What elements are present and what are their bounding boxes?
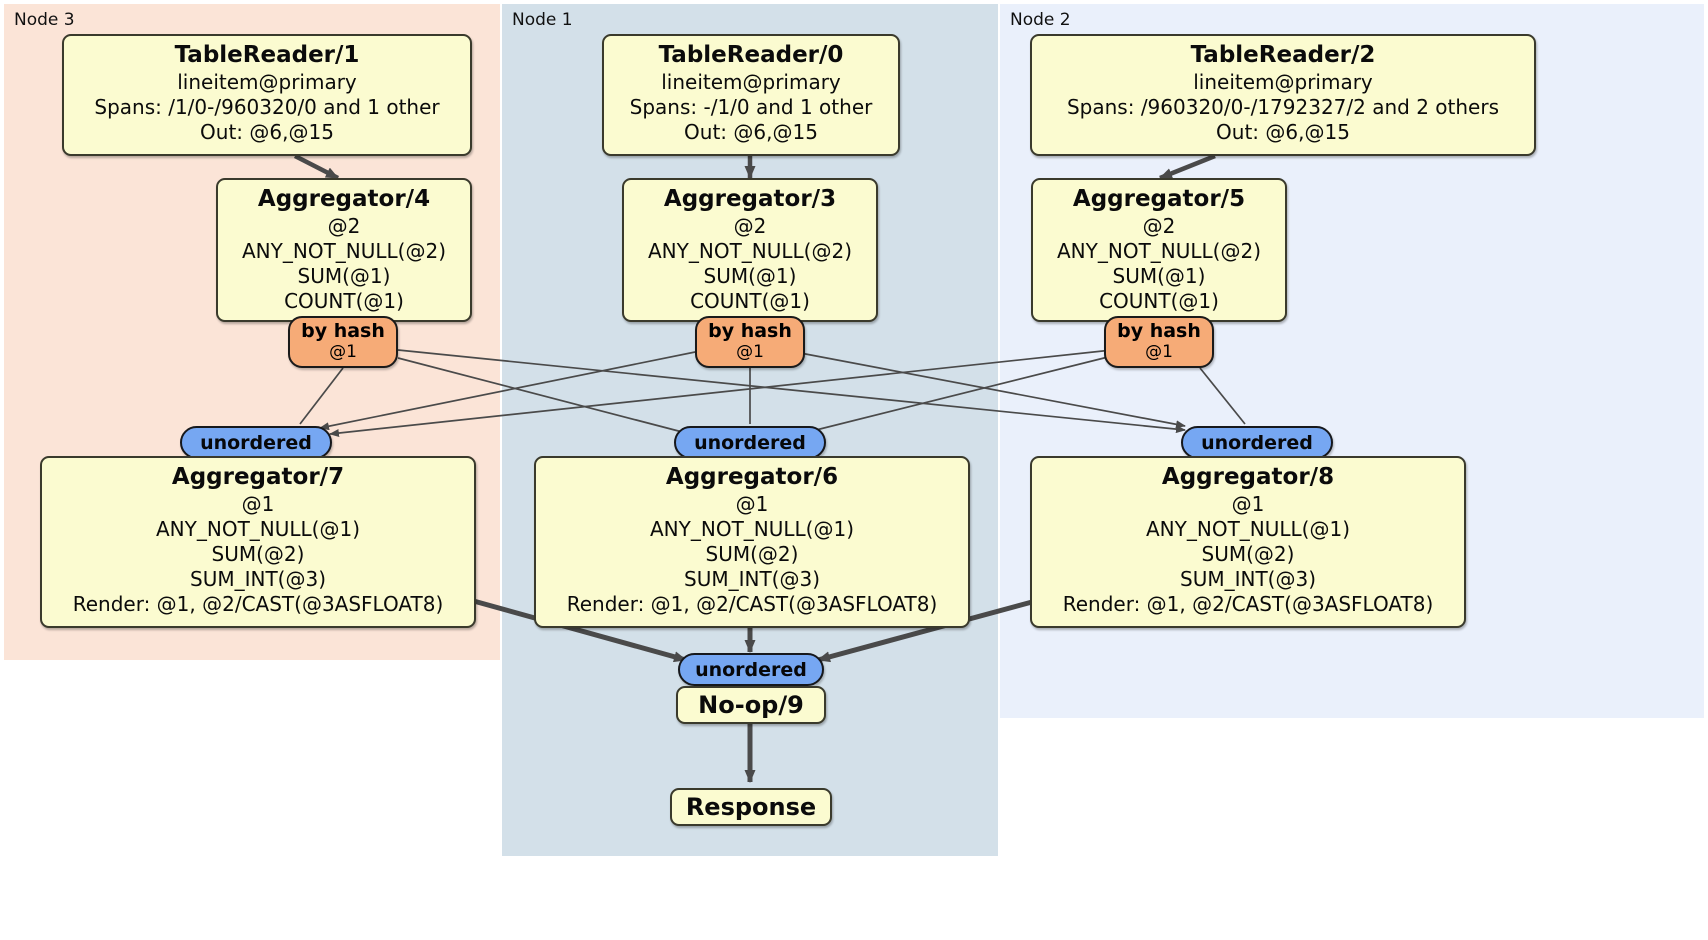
router-type-label: by hash xyxy=(301,320,385,342)
panel-node-2-label: Node 2 xyxy=(1010,10,1071,30)
processor-response[interactable]: Response xyxy=(670,788,832,826)
processor-line: Out: @6,@15 xyxy=(684,120,818,144)
panel-node-3-label: Node 3 xyxy=(14,10,75,30)
processor-aggregator-6[interactable]: Aggregator/6 @1 ANY_NOT_NULL(@1) SUM(@2)… xyxy=(534,456,970,628)
processor-line: lineitem@primary xyxy=(1193,70,1373,94)
router-by-hash-left[interactable]: by hash @1 xyxy=(288,316,398,368)
processor-line: Render: @1, @2/CAST(@3ASFLOAT8) xyxy=(566,592,938,616)
processor-aggregator-5[interactable]: Aggregator/5 @2 ANY_NOT_NULL(@2) SUM(@1)… xyxy=(1031,178,1287,322)
processor-title: Aggregator/6 xyxy=(665,464,839,490)
processor-aggregator-3[interactable]: Aggregator/3 @2 ANY_NOT_NULL(@2) SUM(@1)… xyxy=(622,178,878,322)
processor-line: @2 xyxy=(327,214,361,238)
processor-line: Spans: /1/0-/960320/0 and 1 other xyxy=(94,95,440,119)
processor-title: Aggregator/4 xyxy=(257,186,431,212)
processor-title: TableReader/1 xyxy=(174,42,360,68)
router-column-label: @1 xyxy=(736,342,764,362)
processor-aggregator-7[interactable]: Aggregator/7 @1 ANY_NOT_NULL(@1) SUM(@2)… xyxy=(40,456,476,628)
router-by-hash-center[interactable]: by hash @1 xyxy=(695,316,805,368)
processor-line: SUM(@2) xyxy=(1201,542,1295,566)
processor-aggregator-8[interactable]: Aggregator/8 @1 ANY_NOT_NULL(@1) SUM(@2)… xyxy=(1030,456,1466,628)
processor-tablereader-1[interactable]: TableReader/1 lineitem@primary Spans: /1… xyxy=(62,34,472,156)
processor-title: Aggregator/3 xyxy=(663,186,837,212)
processor-line: ANY_NOT_NULL(@1) xyxy=(650,517,854,541)
processor-line: lineitem@primary xyxy=(661,70,841,94)
stream-label: unordered xyxy=(695,658,807,681)
processor-aggregator-4[interactable]: Aggregator/4 @2 ANY_NOT_NULL(@2) SUM(@1)… xyxy=(216,178,472,322)
processor-line: SUM(@1) xyxy=(297,264,391,288)
processor-line: COUNT(@1) xyxy=(284,289,404,313)
processor-line: ANY_NOT_NULL(@1) xyxy=(156,517,360,541)
processor-line: @1 xyxy=(735,492,769,516)
processor-line: Out: @6,@15 xyxy=(200,120,334,144)
processor-title: Aggregator/5 xyxy=(1072,186,1246,212)
stream-unordered-center[interactable]: unordered xyxy=(674,426,826,459)
processor-line: @2 xyxy=(1142,214,1176,238)
router-type-label: by hash xyxy=(1117,320,1201,342)
router-type-label: by hash xyxy=(708,320,792,342)
stream-unordered-right[interactable]: unordered xyxy=(1181,426,1333,459)
panel-node-1-label: Node 1 xyxy=(512,10,573,30)
stream-unordered-final[interactable]: unordered xyxy=(678,653,824,686)
processor-line: ANY_NOT_NULL(@2) xyxy=(648,239,852,263)
processor-title: Response xyxy=(685,793,817,821)
processor-line: ANY_NOT_NULL(@2) xyxy=(242,239,446,263)
processor-line: Render: @1, @2/CAST(@3ASFLOAT8) xyxy=(72,592,444,616)
processor-line: SUM_INT(@3) xyxy=(1180,567,1316,591)
processor-line: Spans: /960320/0-/1792327/2 and 2 others xyxy=(1066,95,1499,119)
stream-label: unordered xyxy=(694,431,806,454)
processor-line: @1 xyxy=(241,492,275,516)
processor-no-op-9[interactable]: No-op/9 xyxy=(676,686,826,724)
processor-line: COUNT(@1) xyxy=(1099,289,1219,313)
stream-unordered-left[interactable]: unordered xyxy=(180,426,332,459)
processor-line: Out: @6,@15 xyxy=(1216,120,1350,144)
processor-line: SUM_INT(@3) xyxy=(190,567,326,591)
stream-label: unordered xyxy=(200,431,312,454)
processor-line: @1 xyxy=(1231,492,1265,516)
processor-line: SUM(@1) xyxy=(1112,264,1206,288)
processor-line: SUM(@1) xyxy=(703,264,797,288)
processor-line: COUNT(@1) xyxy=(690,289,810,313)
router-column-label: @1 xyxy=(1145,342,1173,362)
processor-line: SUM(@2) xyxy=(211,542,305,566)
processor-line: @2 xyxy=(733,214,767,238)
processor-line: lineitem@primary xyxy=(177,70,357,94)
processor-title: TableReader/2 xyxy=(1190,42,1376,68)
processor-line: ANY_NOT_NULL(@1) xyxy=(1146,517,1350,541)
processor-line: ANY_NOT_NULL(@2) xyxy=(1057,239,1261,263)
processor-tablereader-2[interactable]: TableReader/2 lineitem@primary Spans: /9… xyxy=(1030,34,1536,156)
processor-line: SUM(@2) xyxy=(705,542,799,566)
processor-title: Aggregator/8 xyxy=(1161,464,1335,490)
processor-title: TableReader/0 xyxy=(658,42,844,68)
processor-title: Aggregator/7 xyxy=(171,464,345,490)
processor-tablereader-0[interactable]: TableReader/0 lineitem@primary Spans: -/… xyxy=(602,34,900,156)
stream-label: unordered xyxy=(1201,431,1313,454)
router-column-label: @1 xyxy=(329,342,357,362)
processor-line: Spans: -/1/0 and 1 other xyxy=(629,95,873,119)
processor-title: No-op/9 xyxy=(698,691,804,719)
processor-line: Render: @1, @2/CAST(@3ASFLOAT8) xyxy=(1062,592,1434,616)
router-by-hash-right[interactable]: by hash @1 xyxy=(1104,316,1214,368)
processor-line: SUM_INT(@3) xyxy=(684,567,820,591)
